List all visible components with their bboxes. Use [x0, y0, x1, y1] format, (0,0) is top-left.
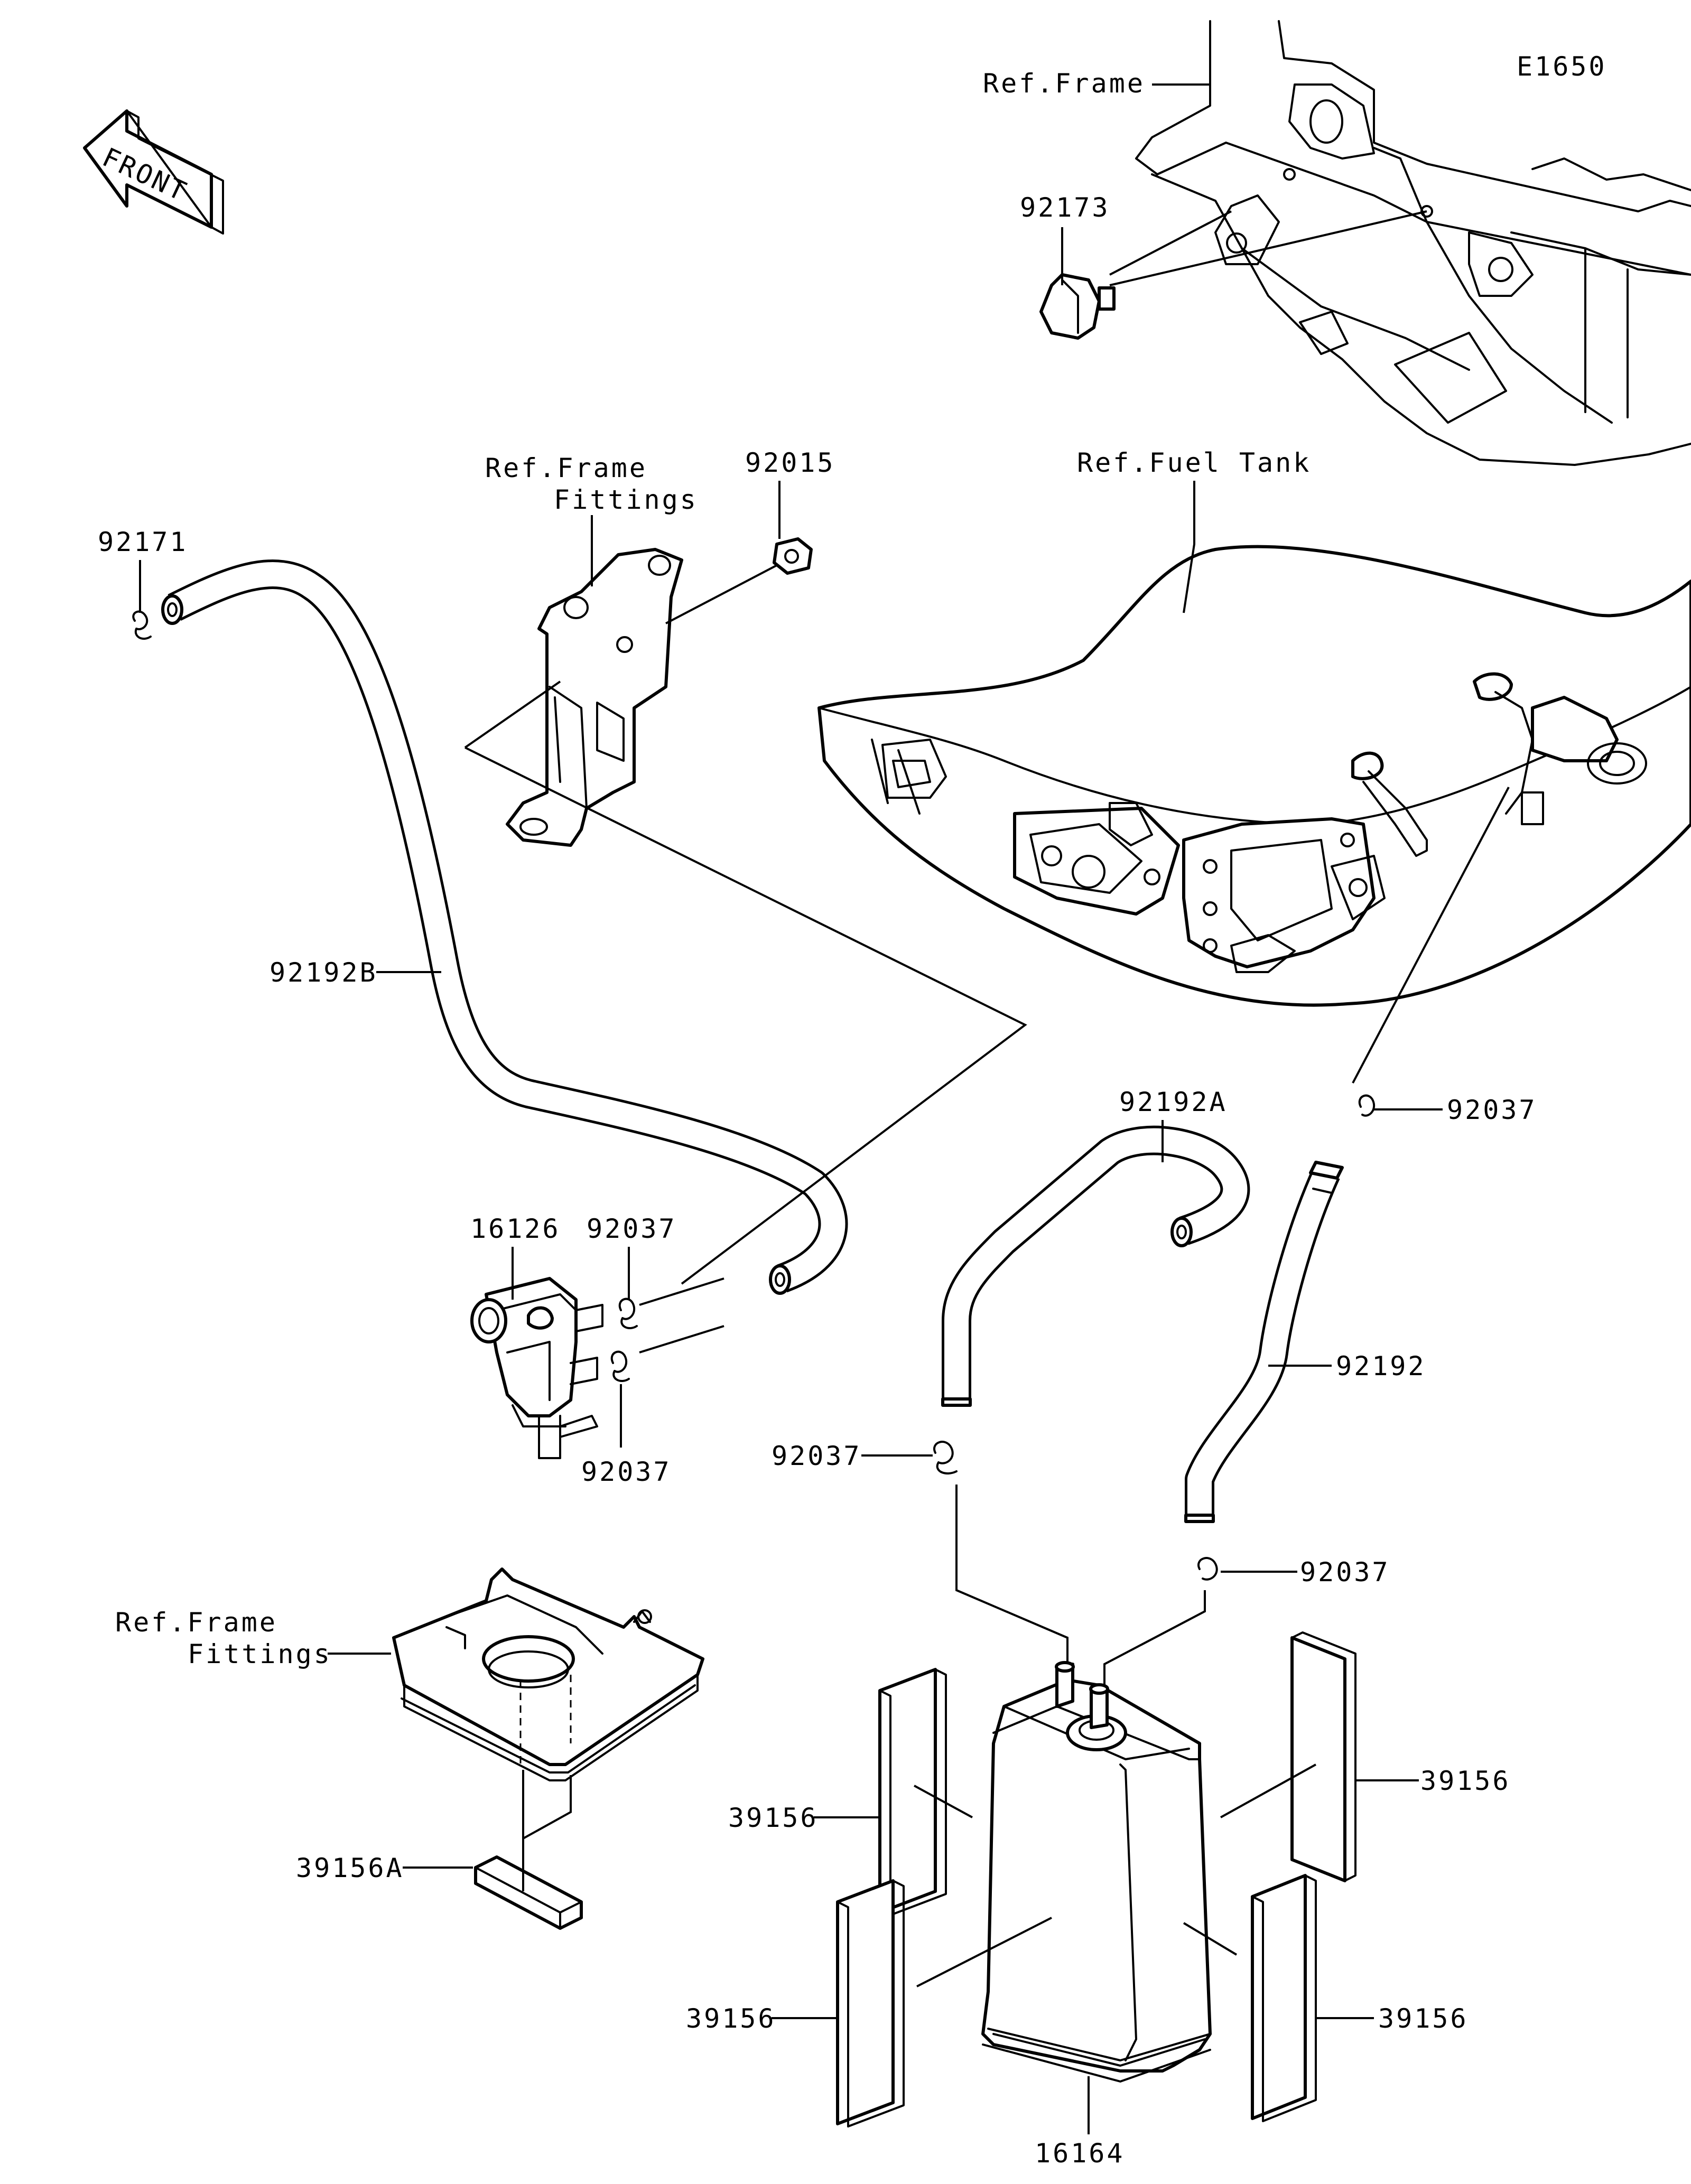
frame-fittings-tray: [392, 1567, 704, 1781]
part-92037-hose-clamp: 92037: [1197, 1557, 1390, 1588]
canister-inlet-leader-b: [1103, 1590, 1206, 1691]
ref-fuel-tank-label: Ref.Fuel Tank: [1077, 447, 1311, 478]
part-39156-right-upper-label: 39156: [1420, 1766, 1511, 1796]
part-92171-label: 92171: [98, 527, 188, 557]
canister-inlet-leader-a: [955, 1485, 1069, 1680]
part-92171-clamp: 92171: [98, 527, 188, 640]
part-92192A-label: 92192A: [1119, 1087, 1228, 1117]
bracket-assembly-leader-2: [464, 680, 561, 749]
tank-hose-leader: [1352, 787, 1510, 1084]
part-92037-valve-bottom-label: 92037: [581, 1457, 672, 1487]
part-16164-canister: [981, 1661, 1212, 2134]
part-92173-clip: 92173: [1020, 192, 1116, 340]
part-92037-hoseA-clamp: 92037: [772, 1441, 958, 1474]
part-92037-valve-top-clamp: 92037: [587, 1214, 677, 1329]
front-arrow-icon: FRONT: [83, 109, 224, 235]
ref-frame-fittings-a-line2: Fittings: [554, 484, 698, 515]
ref-frame-fittings-b-line2: Fittings: [188, 1639, 332, 1669]
ref-fuel-tank: [817, 545, 1691, 1007]
part-92037-valve-top-label: 92037: [587, 1214, 677, 1244]
part-39156-left-upper-label: 39156: [728, 1803, 819, 1833]
part-92037-hoseA-label: 92037: [772, 1441, 862, 1471]
part-92037-tank-label: 92037: [1447, 1095, 1537, 1125]
part-92015-nut: 92015: [665, 447, 835, 624]
part-92192B-label: 92192B: [270, 957, 378, 988]
part-16126-valve: [470, 1277, 603, 1459]
part-92037-valve-bottom-clamp: 92037: [581, 1350, 672, 1487]
part-39156-left-lower-pad: 39156: [686, 1879, 1052, 2127]
bracket-assembly-leader: [464, 746, 1027, 1285]
part-39156A-pad: 39156A: [296, 1770, 583, 1930]
part-39156-right-lower-label: 39156: [1378, 2003, 1469, 2034]
hose-92192B: [161, 559, 848, 1295]
part-39156-right-upper-pad: 39156: [1220, 1631, 1511, 1882]
part-39156A-label: 39156A: [296, 1853, 404, 1883]
frame-fittings-bracket: [506, 548, 683, 847]
part-92192-label: 92192: [1336, 1351, 1426, 1382]
part-39156-left-upper-pad: 39156: [728, 1668, 973, 1916]
part-39156-left-lower-label: 39156: [686, 2003, 776, 2034]
part-16126-label: 16126: [470, 1214, 561, 1244]
diagram-id: E1650: [1517, 51, 1607, 82]
part-92015-label: 92015: [745, 447, 835, 478]
part-92037-hose-label: 92037: [1300, 1557, 1390, 1588]
part-39156-right-lower-pad: 39156: [1183, 1874, 1469, 2122]
ref-fuel-tank-leader: [1183, 481, 1195, 613]
part-92173-label: 92173: [1020, 192, 1110, 223]
hose-92192: [1184, 1161, 1344, 1523]
part-16164-label: 16164: [1035, 2138, 1125, 2169]
ref-frame-top-label: Ref.Frame: [983, 68, 1145, 99]
ref-frame-fittings-b-line1: Ref.Frame: [115, 1607, 277, 1638]
valve-hose-leaders: [639, 1277, 724, 1354]
ref-frame-assembly: [1109, 20, 1691, 466]
part-92037-tank-clamp: 92037: [1358, 1094, 1537, 1125]
hose-92192A: [941, 1125, 1250, 1407]
ref-frame-fittings-a-line1: Ref.Frame: [485, 453, 647, 483]
